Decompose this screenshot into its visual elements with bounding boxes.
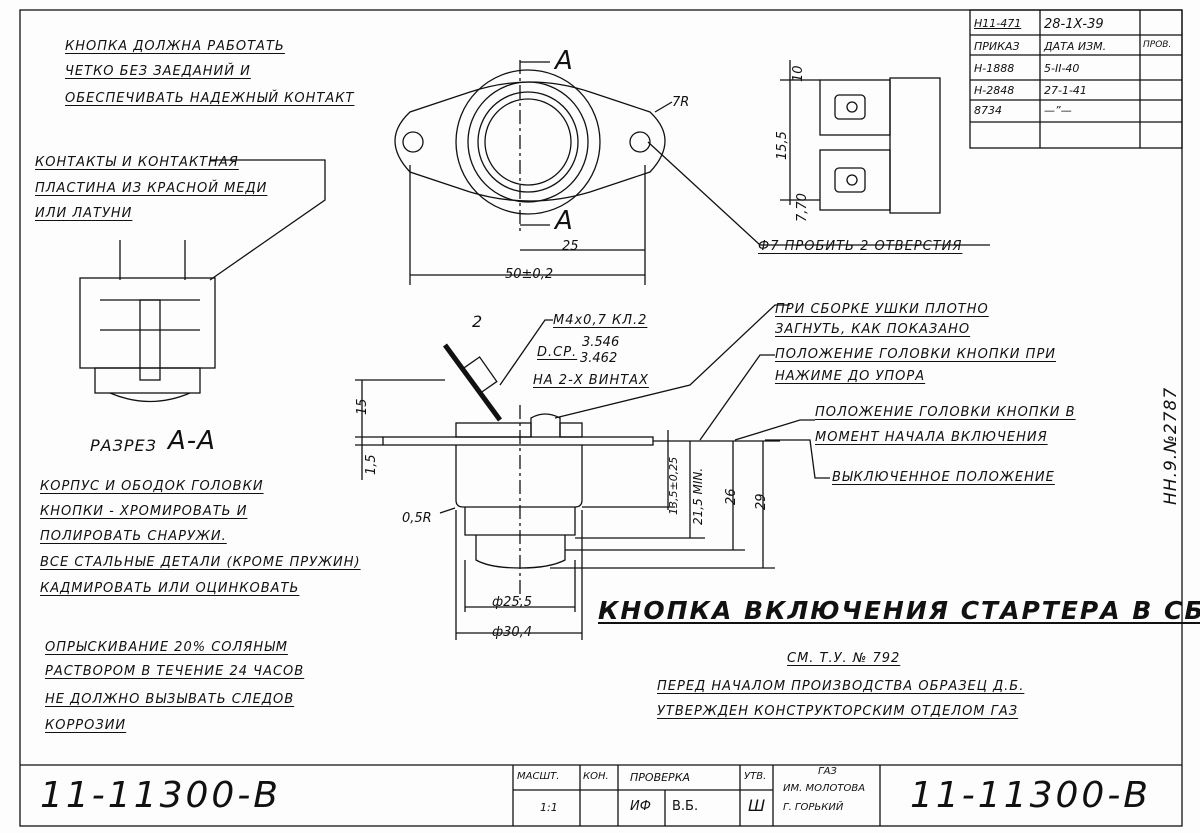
contacts-note-line: КОНТАКТЫ И КОНТАКТНАЯ bbox=[35, 155, 239, 170]
rev-cell: 5-II-40 bbox=[1044, 62, 1080, 75]
sheet-frame bbox=[19, 9, 1183, 827]
callout-ears: ПРИ СБОРКЕ УШКИ ПЛОТНО bbox=[775, 302, 989, 317]
drawing-number-left: 11-11300-B bbox=[40, 775, 282, 816]
finish-note-line: КНОПКИ - ХРОМИРОВАТЬ И bbox=[40, 504, 248, 519]
section-letters: A-A bbox=[168, 426, 216, 456]
finish-note-line: ПОЛИРОВАТЬ СНАРУЖИ. bbox=[40, 529, 227, 544]
rev-cell: —”— bbox=[1044, 104, 1072, 117]
dim-10: 10 bbox=[791, 65, 806, 82]
spec-line: ПЕРЕД НАЧАЛОМ ПРОИЗВОДСТВА ОБРАЗЕЦ Д.Б. bbox=[657, 679, 1025, 694]
corrosion-note-line: КОРРОЗИИ bbox=[45, 718, 127, 733]
radius-label: 7R bbox=[672, 95, 690, 110]
dim-7-70: 7,70 bbox=[795, 193, 810, 222]
dia-25-5: ф25,5 bbox=[492, 595, 533, 610]
contacts-note-line: ПЛАСТИНА ИЗ КРАСНОЙ МЕДИ bbox=[35, 181, 268, 196]
dim-15: 15 bbox=[355, 398, 370, 415]
dim-13-5: 13,5±0,25 bbox=[667, 456, 680, 515]
corrosion-note-line: НЕ ДОЛЖНО ВЫЗЫВАТЬ СЛЕДОВ bbox=[45, 692, 295, 707]
section-mark-bottom: A bbox=[555, 206, 574, 236]
plant-name: ГАЗ bbox=[818, 766, 837, 777]
dim-21-5: 21,5 MIN. bbox=[691, 467, 705, 525]
section-view bbox=[355, 304, 830, 640]
rev-header: ПРОВ. bbox=[1143, 40, 1172, 50]
thread-label: М4х0,7 КЛ.2 bbox=[553, 313, 648, 328]
spec-line: УТВЕРЖДЕН КОНСТРУКТОРСКИМ ОТДЕЛОМ ГАЗ bbox=[657, 704, 1019, 719]
note-line: ЧЕТКО БЕЗ ЗАЕДАНИЙ И bbox=[65, 64, 251, 79]
contacts-note-line: ИЛИ ЛАТУНИ bbox=[35, 206, 133, 221]
dim-15-5: 15,5 bbox=[775, 131, 790, 160]
plant-name: ИМ. МОЛОТОВА bbox=[783, 783, 866, 794]
section-a-a-sketch bbox=[79, 159, 326, 403]
section-mark-top: A bbox=[555, 46, 574, 76]
note-line: КНОПКА ДОЛЖНА РАБОТАТЬ bbox=[65, 39, 285, 54]
rev-cell: 8734 bbox=[974, 104, 1002, 117]
finish-note-line: КОРПУС И ОБОДОК ГОЛОВКИ bbox=[40, 479, 264, 494]
screws-label: НА 2-Х ВИНТАХ bbox=[533, 373, 649, 388]
section-label: РАЗРЕЗ bbox=[90, 436, 157, 455]
rev-cell: Н-2848 bbox=[974, 84, 1015, 97]
callout-off: ВЫКЛЮЧЕННОЕ ПОЛОЖЕНИЕ bbox=[832, 470, 1055, 485]
approved-label: УТВ. bbox=[744, 771, 767, 782]
rev-header: ПРИКАЗ bbox=[974, 40, 1020, 53]
dim-1-5: 1,5 bbox=[364, 454, 379, 475]
callout-pressed: НАЖИМЕ ДО УПОРА bbox=[775, 369, 926, 384]
title-block-grid bbox=[20, 764, 1182, 826]
dcp-label: D.СР. bbox=[537, 345, 578, 360]
dim-2: 2 bbox=[472, 312, 483, 331]
revision-table-grid bbox=[969, 9, 1183, 149]
dim-29: 29 bbox=[754, 493, 769, 510]
callout-start: ПОЛОЖЕНИЕ ГОЛОВКИ КНОПКИ В bbox=[815, 405, 1076, 420]
rev-header: ДАТА ИЗМ. bbox=[1044, 40, 1107, 53]
callout-start: МОМЕНТ НАЧАЛА ВКЛЮЧЕНИЯ bbox=[815, 430, 1048, 445]
corrosion-note-line: ОПРЫСКИВАНИЕ 20% СОЛЯНЫМ bbox=[45, 640, 288, 655]
corrosion-note-line: РАСТВОРОМ В ТЕЧЕНИЕ 24 ЧАСОВ bbox=[45, 664, 305, 679]
callout-ears: ЗАГНУТЬ, КАК ПОКАЗАНО bbox=[775, 322, 971, 337]
approved-signature: Ш bbox=[748, 796, 766, 815]
note-line: ОБЕСПЕЧИВАТЬ НАДЕЖНЫЙ КОНТАКТ bbox=[65, 91, 355, 106]
rev-cell: 27-1-41 bbox=[1044, 84, 1087, 97]
check-label: ПРОВЕРКА bbox=[630, 771, 691, 784]
dim-50: 50±0,2 bbox=[505, 267, 554, 282]
rev-cell: Н-1888 bbox=[974, 62, 1015, 75]
finish-note-line: КАДМИРОВАТЬ ИЛИ ОЦИНКОВАТЬ bbox=[40, 581, 300, 596]
rev-cell: 28-1Х-39 bbox=[1044, 17, 1104, 32]
scale-label: МАСШТ. bbox=[517, 771, 560, 782]
drawing-number: 11-11300-B bbox=[910, 775, 1152, 816]
hole-note: Ф7 ПРОБИТЬ 2 ОТВЕРСТИЯ bbox=[758, 239, 963, 254]
dia-30-4: ф30,4 bbox=[492, 625, 533, 640]
finish-note-line: ВСЕ СТАЛЬНЫЕ ДЕТАЛИ (КРОМЕ ПРУЖИН) bbox=[40, 555, 361, 570]
dim-25: 25 bbox=[562, 239, 579, 254]
drawing-title: КНОПКА ВКЛЮЧЕНИЯ СТАРТЕРА В СБОРЕ bbox=[598, 596, 1200, 625]
check-signature: ИФ bbox=[630, 799, 651, 814]
side-view bbox=[780, 60, 941, 214]
side-stamp: НН.9.№2787 bbox=[1161, 386, 1181, 505]
kon-label: КОН. bbox=[583, 771, 609, 782]
dim-26: 26 bbox=[724, 488, 739, 505]
radius-0-5: 0,5R bbox=[402, 511, 432, 526]
dcp-lower: 3.462 bbox=[580, 351, 618, 366]
spec-line: СМ. Т.У. № 792 bbox=[787, 651, 901, 666]
callout-pressed: ПОЛОЖЕНИЕ ГОЛОВКИ КНОПКИ ПРИ bbox=[775, 347, 1057, 362]
rev-cell: Н11-471 bbox=[974, 17, 1022, 30]
plant-city: Г. ГОРЬКИЙ bbox=[783, 802, 844, 813]
dcp-upper: 3.546 bbox=[582, 335, 620, 350]
plan-view bbox=[394, 60, 990, 285]
scale-value: 1:1 bbox=[540, 801, 558, 814]
check-initials: В.Б. bbox=[672, 799, 699, 814]
